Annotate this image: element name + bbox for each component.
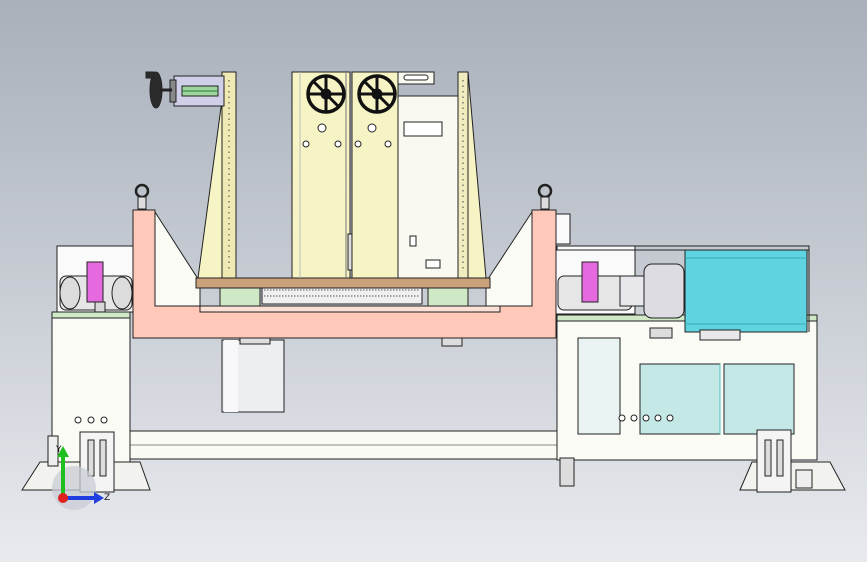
triad-z-label: Z bbox=[104, 493, 110, 503]
x-axis-dot bbox=[58, 493, 68, 503]
left-coupling bbox=[86, 261, 104, 303]
left-gusset bbox=[154, 210, 201, 307]
left-pedestal-hole bbox=[74, 416, 82, 424]
lifting-eye-right[interactable] bbox=[537, 183, 553, 199]
lifting-eye-left[interactable] bbox=[134, 183, 150, 199]
triad-origin-disc bbox=[52, 466, 96, 510]
right-foot-plate bbox=[739, 461, 846, 491]
right-drive-housing bbox=[554, 245, 818, 493]
drive-motor bbox=[684, 249, 808, 333]
handwheel-tower-right[interactable] bbox=[357, 74, 397, 114]
right-leveling-bracket bbox=[756, 429, 792, 493]
handwheel-left[interactable] bbox=[145, 71, 172, 109]
turntable bbox=[195, 277, 501, 413]
right-coupling bbox=[581, 261, 599, 303]
left-arm-assembly bbox=[145, 71, 237, 279]
left-pedestal-hole bbox=[87, 416, 95, 424]
right-cabinet-window-left bbox=[639, 363, 721, 435]
triad-y-label: Y bbox=[55, 445, 62, 455]
right-cabinet-window-right bbox=[723, 363, 795, 435]
left-pedestal-hole bbox=[100, 416, 108, 424]
axis-triad: Y Z bbox=[52, 445, 110, 510]
left-pedestal bbox=[47, 245, 136, 493]
handwheel-tower-left[interactable] bbox=[306, 74, 346, 114]
central-tower bbox=[291, 71, 487, 279]
right-gusset bbox=[485, 210, 533, 307]
turntable-plate bbox=[195, 277, 491, 289]
